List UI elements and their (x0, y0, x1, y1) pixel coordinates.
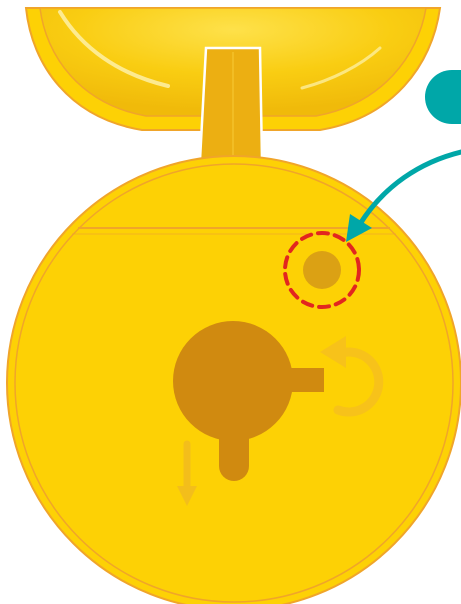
key-side-tab (272, 368, 324, 392)
hinge-band (200, 48, 262, 160)
key-bottom-stem (219, 420, 249, 481)
callout-badge-icon (425, 70, 461, 124)
hinge-strap (200, 48, 262, 160)
indicator-dot (303, 251, 341, 289)
